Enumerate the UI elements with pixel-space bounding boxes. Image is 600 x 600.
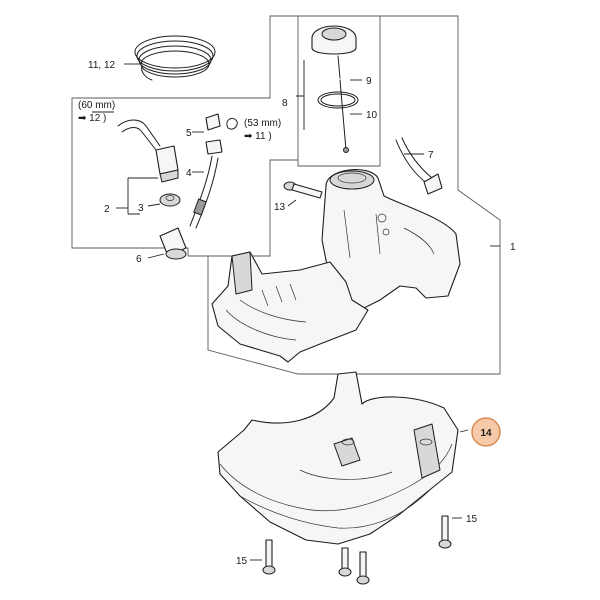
assembly-frame-upper bbox=[71, 15, 501, 375]
callout-15-right: 15 bbox=[466, 514, 478, 525]
screw-15-center-left bbox=[338, 547, 352, 577]
note-60mm: (60 mm) bbox=[78, 100, 115, 111]
callout-6: 6 bbox=[136, 254, 142, 265]
callout-7: 7 bbox=[428, 150, 434, 161]
callout-11-12: 11, 12 bbox=[88, 60, 115, 71]
callout-9: 9 bbox=[366, 76, 372, 87]
fuel-hose-assembly bbox=[117, 113, 238, 260]
callout-1: 1 bbox=[510, 242, 516, 253]
callout-14: 14 bbox=[480, 428, 492, 439]
callout-3: 3 bbox=[138, 203, 144, 214]
callout-4: 4 bbox=[186, 168, 192, 179]
lower-shroud bbox=[217, 371, 459, 545]
note-53mm: (53 mm) bbox=[244, 118, 281, 129]
callout-labels: 11, 12 (60 mm) ➡ 12 ) 5 (53 mm) ➡ 11 ) 4… bbox=[78, 60, 516, 567]
callout-13: 13 bbox=[274, 202, 286, 213]
assembly-frame-fuel-cap bbox=[297, 16, 381, 167]
screw-15-left bbox=[262, 539, 276, 575]
callout-14-highlight bbox=[471, 417, 501, 447]
callout-10: 10 bbox=[366, 110, 378, 121]
note-53mm-ref: ➡ 11 ) bbox=[244, 131, 272, 142]
note-60mm-ref: ➡ 12 ) bbox=[78, 113, 106, 124]
fuel-cap-assembly bbox=[311, 25, 359, 153]
screw-15-center-right bbox=[356, 551, 370, 585]
coiled-fuel-hose bbox=[134, 35, 216, 81]
callout-8: 8 bbox=[282, 98, 288, 109]
breather-hose bbox=[395, 137, 443, 195]
screws-15 bbox=[262, 515, 452, 585]
screw-15-right bbox=[438, 515, 452, 549]
callout-2: 2 bbox=[104, 204, 110, 215]
callout-5: 5 bbox=[186, 128, 192, 139]
fuel-tank-housing bbox=[211, 169, 461, 363]
screw-13 bbox=[283, 181, 323, 199]
callout-15-left: 15 bbox=[236, 556, 248, 567]
leader-lines bbox=[92, 60, 500, 561]
